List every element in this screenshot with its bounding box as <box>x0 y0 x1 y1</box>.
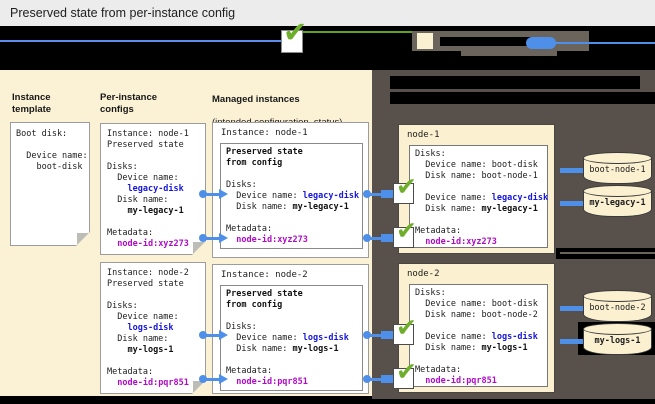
vm-instance-text-node-1: Disks: Device name: boot-disk Disk name:… <box>415 149 549 247</box>
vm-instance-text-node-2: Disks: Device name: boot-disk Disk name:… <box>415 288 538 386</box>
disk-label: my-legacy-1 <box>589 198 646 208</box>
doc-corner-fold-icon <box>77 233 89 245</box>
connector-dot <box>363 190 371 198</box>
status-checkbox: ✔ <box>393 218 417 248</box>
check-icon: ✔ <box>283 15 308 49</box>
arrowhead-icon <box>219 233 228 243</box>
vm-instances-panel: node-1 Disks: Device name: boot-disk Dis… <box>363 70 655 399</box>
arrowhead-icon <box>219 189 228 199</box>
connector-dot <box>363 375 371 383</box>
separator-gray-line <box>560 252 655 254</box>
connector-line <box>369 333 381 337</box>
connector-line <box>369 377 381 381</box>
connector-endbar <box>381 375 394 383</box>
managed-instance-title-node-2: Instance: node-2 <box>221 270 308 280</box>
disk-label: boot-node-1 <box>589 165 646 175</box>
connector-endbar <box>381 190 394 198</box>
connector-line <box>205 192 219 196</box>
header-per-instance-configs: Per-instance configs <box>100 92 158 115</box>
legend-redacted-text <box>440 37 540 46</box>
legend-gray-arrow-sample <box>461 51 557 56</box>
managed-instance-title-node-1: Instance: node-1 <box>221 128 308 138</box>
connector-dot <box>199 331 207 339</box>
header-instance-template: Instance template <box>12 92 52 115</box>
disk-label: my-logs-1 <box>594 336 641 346</box>
status-checkbox: ✔ <box>393 315 417 345</box>
connector-dot <box>199 375 207 383</box>
config-panel: Instance template Per-instance configs M… <box>0 70 372 396</box>
check-icon: ✔ <box>396 313 417 342</box>
doc-corner-fold-icon <box>193 381 205 393</box>
title-bar: Preserved state from per-instance config <box>0 0 655 26</box>
disk-link-line <box>560 306 583 311</box>
connector-line <box>205 377 219 381</box>
redacted-heading-line1 <box>390 76 640 89</box>
vm-instance-detail-box-node-2: Disks: Device name: boot-disk Disk name:… <box>409 284 548 387</box>
connector-dot <box>363 234 371 242</box>
legend-beige-box-sample <box>417 33 433 49</box>
legend-band: ✔ <box>0 18 655 70</box>
legend-checkbox: ✔ <box>281 18 307 53</box>
vm-instance-box-node-2: node-2 Disks: Device name: boot-disk Dis… <box>398 263 555 393</box>
disk-link-line <box>560 339 583 344</box>
connector-line <box>205 333 219 337</box>
connector-dot <box>199 234 207 242</box>
connector-line <box>369 236 381 240</box>
disk-cylinder-boot-node-2: boot-node-2 <box>582 290 652 322</box>
disk-cylinder-my-legacy-1: my-legacy-1 <box>582 185 652 217</box>
redacted-heading-line2 <box>390 92 655 104</box>
vm-instance-title-node-2: node-2 <box>407 269 440 279</box>
arrowhead-icon <box>219 330 228 340</box>
doc-corner-fold-icon <box>193 242 205 254</box>
connector-dot <box>199 190 207 198</box>
instance-template-doc: Boot disk: Device name: boot-disk <box>10 122 90 246</box>
blue-reference-line <box>0 40 281 42</box>
header-managed-line1: Managed instances <box>212 93 300 105</box>
arrowhead-icon <box>219 374 228 384</box>
check-icon: ✔ <box>396 357 417 386</box>
disk-link-line <box>560 168 583 173</box>
vm-instance-box-node-1: node-1 Disks: Device name: boot-disk Dis… <box>398 124 555 254</box>
legend-blue-arrow-tail <box>554 42 655 44</box>
vm-instance-title-node-1: node-1 <box>407 130 440 140</box>
instance-template-text: Boot disk: Device name: boot-disk <box>16 129 88 172</box>
legend-blue-arrow-sample <box>526 37 556 49</box>
disk-cylinder-my-logs-1: my-logs-1 <box>582 323 652 355</box>
status-checkbox: ✔ <box>393 174 417 204</box>
check-icon: ✔ <box>396 216 417 245</box>
vm-instance-detail-box-node-1: Disks: Device name: boot-disk Disk name:… <box>409 145 548 248</box>
connector-endbar <box>381 234 394 242</box>
status-checkbox: ✔ <box>393 359 417 389</box>
connector-dot <box>363 331 371 339</box>
connector-endbar <box>381 331 394 339</box>
connector-line <box>369 192 381 196</box>
disk-label: boot-node-2 <box>589 303 646 313</box>
disk-cylinder-boot-node-1: boot-node-1 <box>582 152 652 184</box>
disk-link-line <box>560 201 583 206</box>
check-icon: ✔ <box>396 172 417 201</box>
page-title: Preserved state from per-instance config <box>10 6 236 20</box>
connector-line <box>205 236 219 240</box>
